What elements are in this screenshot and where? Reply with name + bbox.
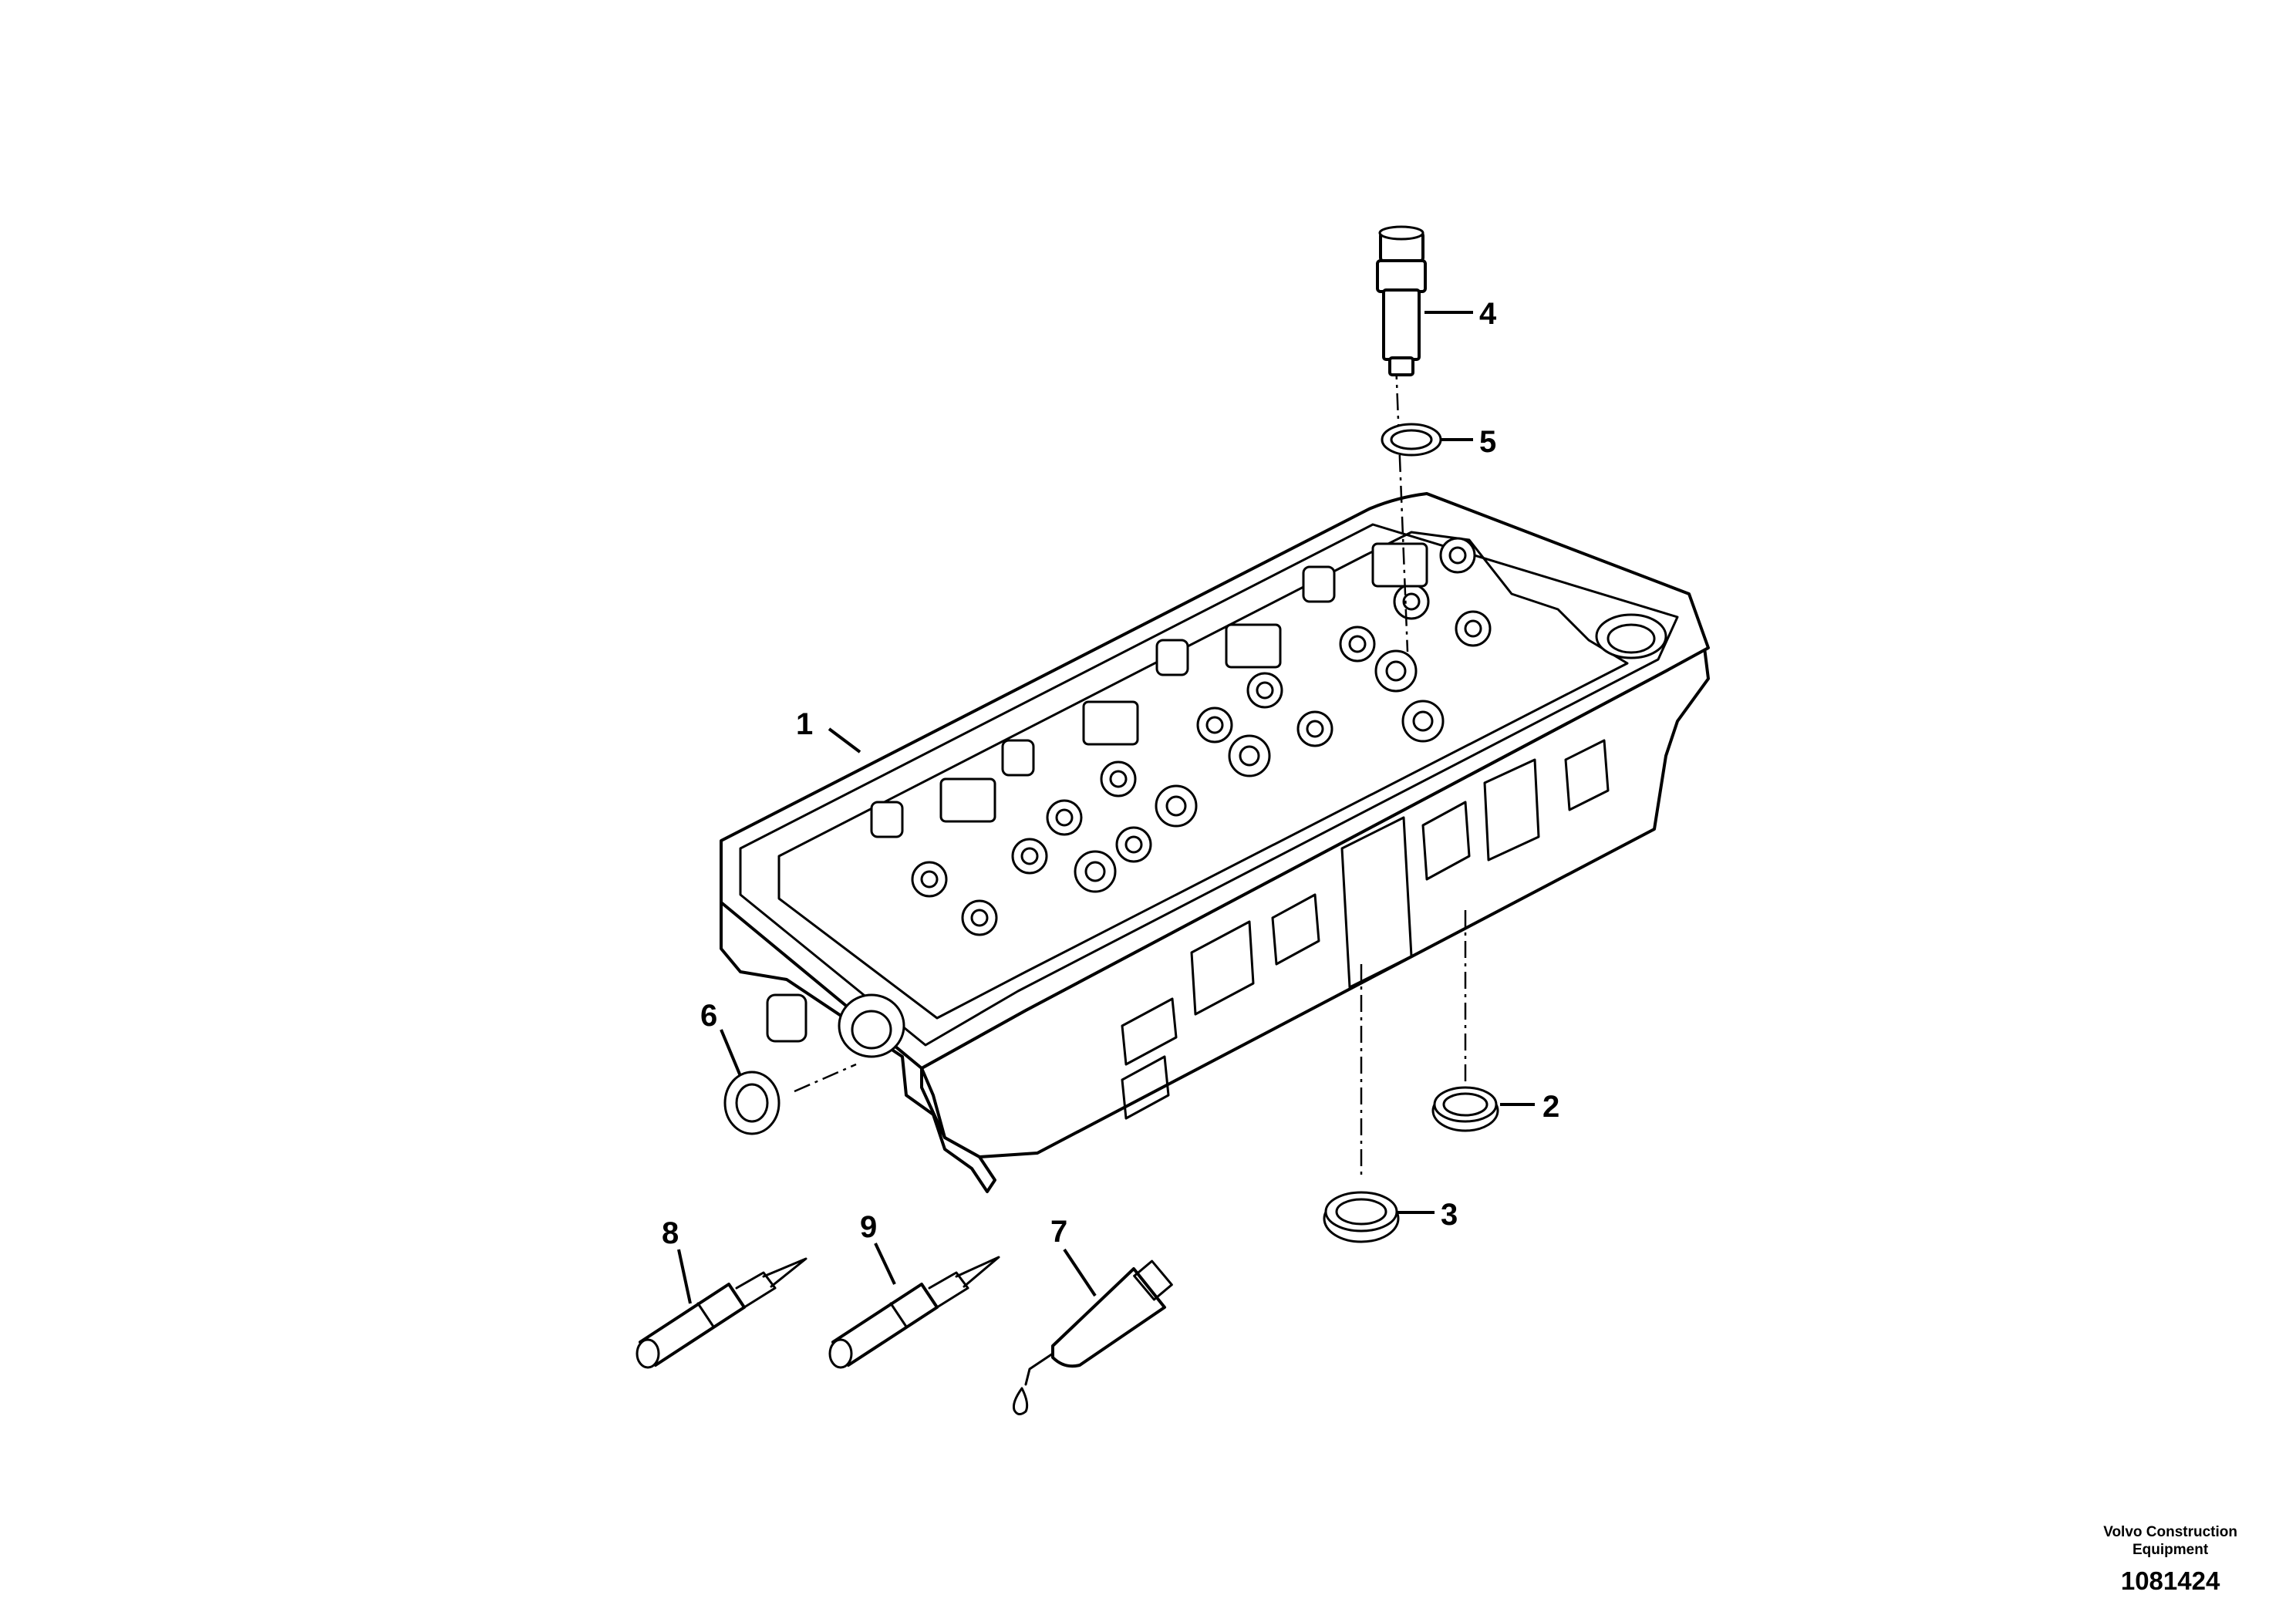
callout-8: 8 xyxy=(662,1216,679,1250)
callout-7: 7 xyxy=(1050,1215,1067,1249)
valve-spring-array xyxy=(911,537,1492,936)
head-bolt-bosses xyxy=(870,542,1428,838)
part-6-plug-ring xyxy=(723,1071,781,1135)
side-ports xyxy=(1121,739,1610,1120)
callout-2: 2 xyxy=(1542,1090,1559,1124)
part-5-o-ring xyxy=(1381,423,1442,457)
callout-4: 4 xyxy=(1479,297,1497,331)
callout-1: 1 xyxy=(796,707,813,741)
callout-6: 6 xyxy=(700,999,717,1033)
part-9-sealant-cartridge xyxy=(828,1256,1000,1369)
part-3-seal-ring xyxy=(1323,1191,1400,1243)
brand-line-1: Volvo Construction xyxy=(2103,1524,2237,1540)
part-7-sealant-tube xyxy=(1013,1259,1173,1415)
callout-3: 3 xyxy=(1441,1198,1458,1232)
callout-5: 5 xyxy=(1479,425,1496,459)
callout-9: 9 xyxy=(860,1210,877,1244)
part-8-sealant-cartridge xyxy=(636,1257,807,1369)
brand-line-2: Equipment xyxy=(2132,1542,2209,1558)
part-4-injector-sleeve xyxy=(1376,225,1427,376)
illustration-footer: Volvo Construction Equipment 1081424 xyxy=(2103,1523,2237,1596)
cylinder-head xyxy=(720,492,1710,1193)
part-2-seal-ring xyxy=(1431,1086,1499,1132)
illustration-number: 1081424 xyxy=(2120,1566,2220,1595)
